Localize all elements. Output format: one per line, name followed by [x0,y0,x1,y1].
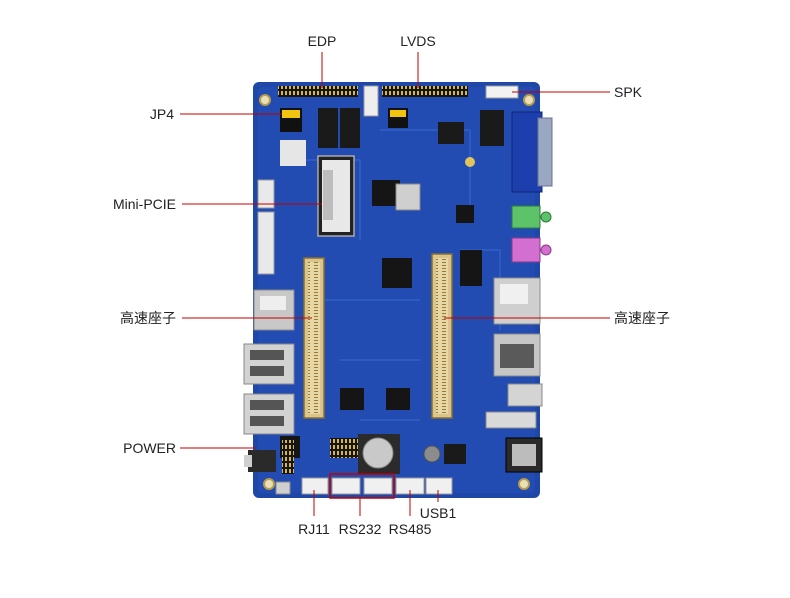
leader-lines [180,52,610,516]
label-jp4: JP4 [150,106,174,122]
sim-card-slot [493,277,541,325]
usb-ports-left-top [243,343,295,385]
mounting-holes [259,94,535,490]
bottom-connectors [275,477,453,495]
high-speed-connector-left [303,257,325,419]
capacitor [423,444,466,464]
chips [280,108,504,458]
dc-jack [505,437,543,473]
usb-ports-left-bottom [243,393,295,435]
lvds-header [382,86,468,97]
label-rj11: RJ11 [298,521,330,537]
rtc-battery [358,434,400,474]
labels: EDP LVDS SPK JP4 Mini-PCIE 高速座子 高速座子 POW… [113,33,670,537]
label-mini-pcie: Mini-PCIE [113,196,176,212]
power-button [244,450,276,472]
label-rs232: RS232 [339,521,382,537]
ethernet-port [493,333,541,377]
right-usb-port [507,383,543,407]
audio-jack-green [511,205,552,229]
label-lvds: LVDS [400,33,436,49]
small-white-connector [363,85,379,117]
label-high-speed-left: 高速座子 [120,310,176,326]
high-speed-connector-right [431,253,453,419]
sd-card-slot [253,289,295,331]
mini-pcie-slot [317,155,355,237]
label-power: POWER [123,440,176,456]
pin-header-bottom [282,440,294,474]
pin-header-center [330,438,358,458]
jp4-jumper [280,108,408,132]
vga-connector [511,111,553,193]
label-rs485: RS485 [389,521,432,537]
rs-highlight-box [329,473,395,499]
audio-jack-pink [511,237,552,263]
left-fpc-connectors [257,179,275,275]
switch-button [485,411,537,429]
edp-header [278,86,358,97]
label-high-speed-right: 高速座子 [614,310,670,326]
label-usb1: USB1 [420,505,457,521]
label-spk: SPK [614,84,643,100]
label-edp: EDP [308,33,337,49]
